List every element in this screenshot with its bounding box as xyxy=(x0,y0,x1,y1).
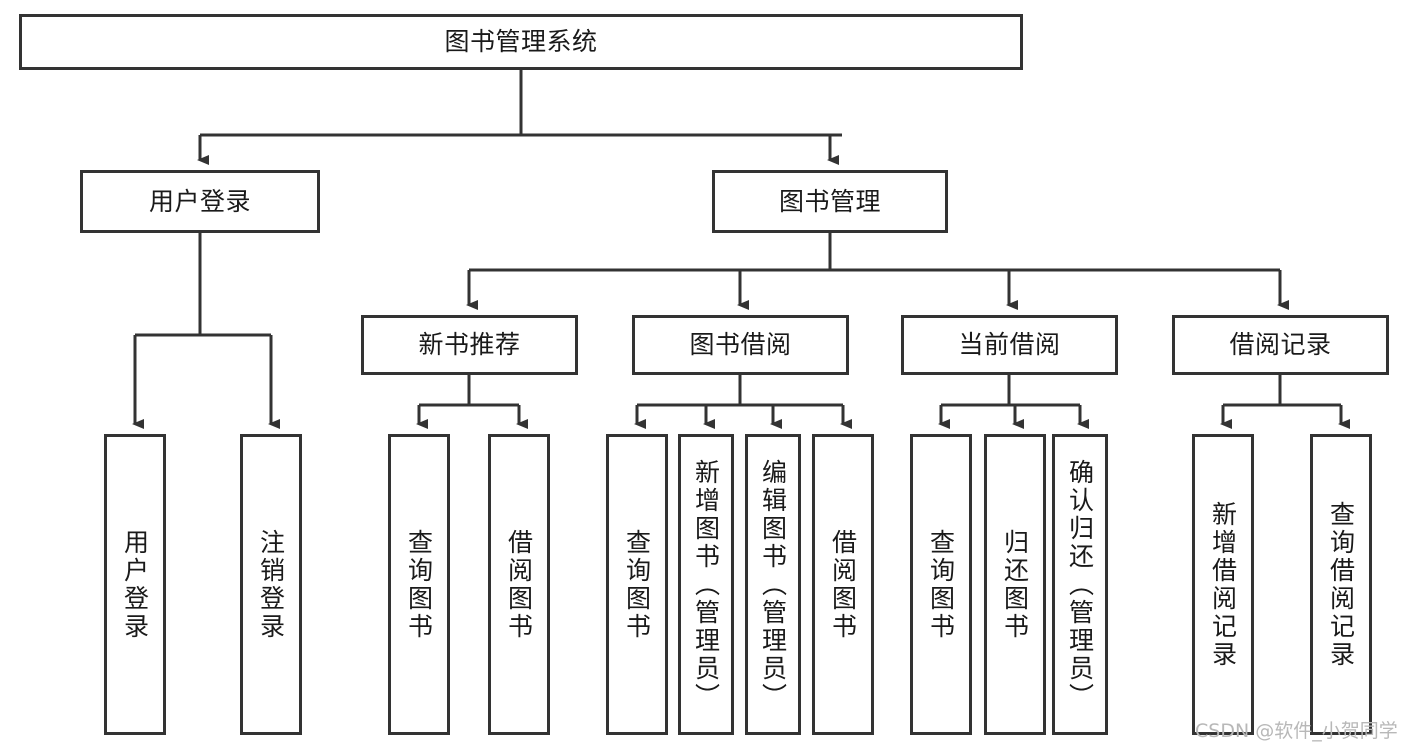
node-borrow-records-label: 借阅记录 xyxy=(1229,330,1332,359)
node-leaf-confirm-return-label: 确认归还（管理员） xyxy=(1065,458,1095,711)
node-leaf-query-borrow-record[interactable]: 查询借阅记录 xyxy=(1310,434,1372,735)
node-leaf-query-books-2[interactable]: 查询图书 xyxy=(606,434,668,735)
node-current-borrow[interactable]: 当前借阅 xyxy=(901,315,1118,375)
node-leaf-query-books-3-label: 查询图书 xyxy=(926,528,956,641)
node-leaf-borrow-books-1[interactable]: 借阅图书 xyxy=(488,434,550,735)
node-leaf-edit-book[interactable]: 编辑图书（管理员） xyxy=(745,434,801,735)
node-leaf-borrow-books-2[interactable]: 借阅图书 xyxy=(812,434,874,735)
node-book-borrow-label: 图书借阅 xyxy=(689,330,792,359)
node-leaf-query-books-1-label: 查询图书 xyxy=(404,528,434,641)
node-current-borrow-label: 当前借阅 xyxy=(958,330,1061,359)
node-leaf-add-borrow-record[interactable]: 新增借阅记录 xyxy=(1192,434,1254,735)
node-user-login-label: 用户登录 xyxy=(148,186,251,216)
node-leaf-add-book-label: 新增图书（管理员） xyxy=(691,458,721,711)
node-leaf-query-books-3[interactable]: 查询图书 xyxy=(910,434,972,735)
node-new-book-recommend-label: 新书推荐 xyxy=(418,330,521,359)
node-leaf-add-book[interactable]: 新增图书（管理员） xyxy=(678,434,734,735)
node-leaf-return-book[interactable]: 归还图书 xyxy=(984,434,1046,735)
node-book-borrow[interactable]: 图书借阅 xyxy=(632,315,849,375)
node-root[interactable]: 图书管理系统 xyxy=(19,14,1023,70)
node-leaf-confirm-return[interactable]: 确认归还（管理员） xyxy=(1052,434,1108,735)
node-leaf-logout[interactable]: 注销登录 xyxy=(240,434,302,735)
node-leaf-query-books-2-label: 查询图书 xyxy=(622,528,652,641)
node-leaf-logout-label: 注销登录 xyxy=(256,528,286,641)
node-leaf-query-books-1[interactable]: 查询图书 xyxy=(388,434,450,735)
node-book-management-label: 图书管理 xyxy=(778,186,881,216)
node-leaf-add-borrow-record-label: 新增借阅记录 xyxy=(1208,500,1238,669)
node-leaf-borrow-books-2-label: 借阅图书 xyxy=(828,528,858,641)
node-leaf-user-login[interactable]: 用户登录 xyxy=(104,434,166,735)
node-leaf-borrow-books-1-label: 借阅图书 xyxy=(504,528,534,641)
node-borrow-records[interactable]: 借阅记录 xyxy=(1172,315,1389,375)
node-leaf-edit-book-label: 编辑图书（管理员） xyxy=(758,458,788,711)
node-root-label: 图书管理系统 xyxy=(444,27,598,56)
node-leaf-return-book-label: 归还图书 xyxy=(1000,528,1030,641)
node-leaf-user-login-label: 用户登录 xyxy=(120,528,150,641)
node-new-book-recommend[interactable]: 新书推荐 xyxy=(361,315,578,375)
node-user-login[interactable]: 用户登录 xyxy=(80,170,320,233)
node-book-management[interactable]: 图书管理 xyxy=(712,170,948,233)
node-leaf-query-borrow-record-label: 查询借阅记录 xyxy=(1326,500,1356,669)
